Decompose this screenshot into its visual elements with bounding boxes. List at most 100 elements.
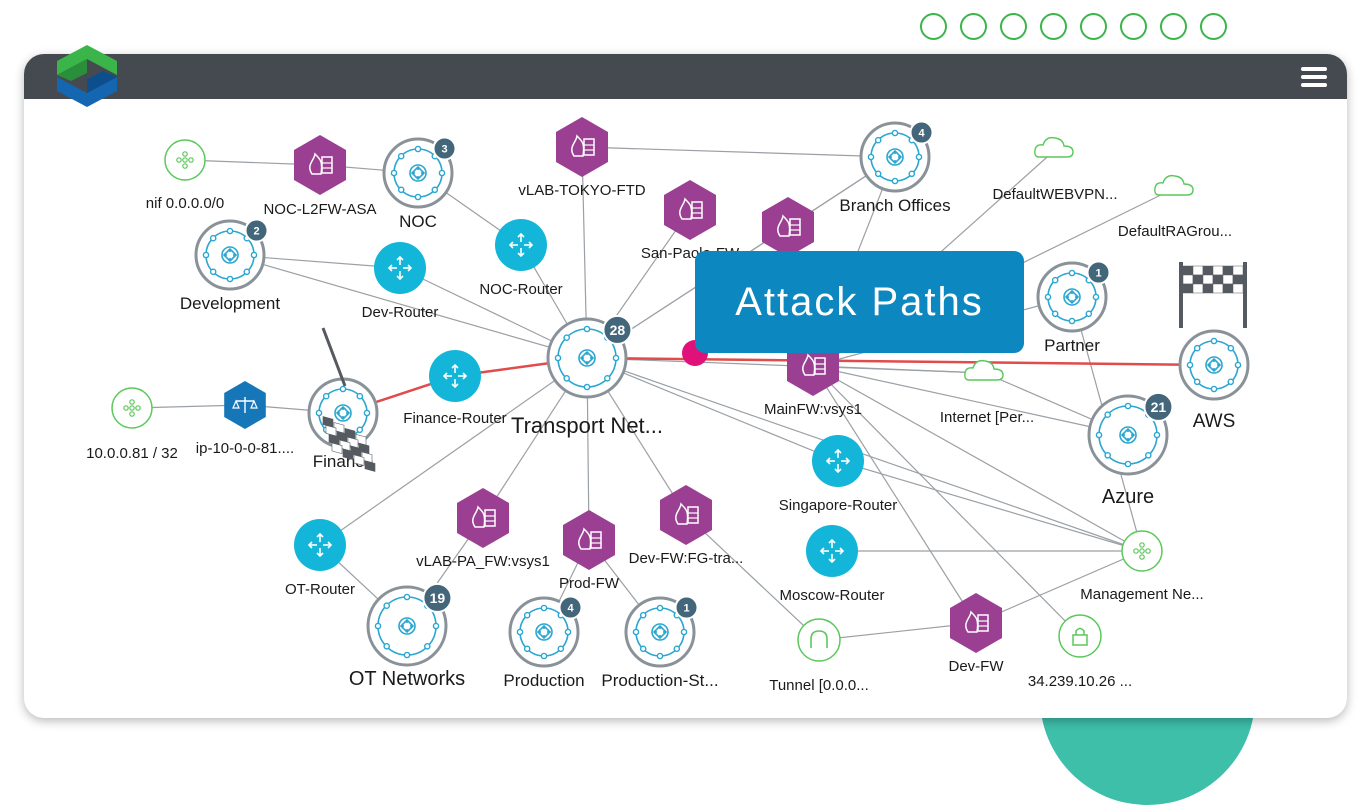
node-dev_fw[interactable]: Dev-FW [949, 593, 1005, 675]
node-label: MainFW:vsys1 [764, 401, 862, 418]
node-label: Singapore-Router [779, 497, 897, 514]
node-production_st[interactable]: 1Production-St... [601, 595, 719, 690]
node-internet[interactable]: Internet [Per... [940, 359, 1034, 426]
graph-edge [586, 357, 839, 462]
node-label: 10.0.0.81 / 32 [86, 445, 178, 462]
graph-edge [685, 514, 820, 641]
node-label: Branch Offices [839, 196, 950, 215]
app-logo-icon [57, 45, 117, 107]
node-label: Moscow-Router [779, 587, 884, 604]
hamburger-menu-icon[interactable] [1301, 67, 1327, 87]
node-badge: 1 [674, 595, 699, 620]
badge-count: 28 [610, 322, 626, 338]
decorative-dot [1080, 13, 1107, 40]
node-badge: 3 [432, 136, 457, 161]
node-devfw_fg[interactable]: Dev-FW:FG-tra... [629, 485, 744, 567]
decorative-dots [920, 13, 1227, 40]
checkered-flag-icon [1179, 262, 1247, 328]
node-vlab_tokyo[interactable]: vLAB-TOKYO-FTD [518, 117, 646, 199]
node-badge: 2 [244, 218, 269, 243]
node-label: NOC [399, 212, 437, 231]
node-noc_router[interactable]: NOC-Router [479, 219, 563, 298]
node-label: NOC-Router [479, 281, 562, 298]
node-label: 34.239.10.26 ... [1028, 673, 1132, 690]
node-label: vLAB-PA_FW:vsys1 [416, 553, 550, 570]
node-ip_subnet[interactable]: 10.0.0.81 / 32 [86, 387, 178, 462]
node-aws[interactable]: AWS [1178, 329, 1250, 432]
decorative-dot [1000, 13, 1027, 40]
node-label: Transport Net... [511, 413, 663, 438]
decorative-dot [1200, 13, 1227, 40]
node-ot_router[interactable]: OT-Router [285, 519, 355, 598]
badge-count: 4 [918, 128, 925, 140]
graph-edge [229, 254, 588, 359]
node-label: Dev-FW:FG-tra... [629, 550, 744, 567]
node-label: ip-10-0-0-81.... [196, 440, 294, 457]
node-label: Azure [1102, 486, 1154, 508]
node-mgmt[interactable]: Management Ne... [1080, 530, 1204, 603]
graph-edge [837, 460, 1143, 552]
node-singapore[interactable]: Singapore-Router [779, 435, 897, 514]
node-ip34[interactable]: 34.239.10.26 ... [1028, 614, 1132, 690]
graph-edge [586, 357, 1143, 552]
decorative-dot [1040, 13, 1067, 40]
decorative-dot [920, 13, 947, 40]
node-tunnel[interactable]: Tunnel [0.0.0... [769, 618, 869, 694]
graph-edge [812, 365, 1143, 552]
node-badge: 21 [1143, 391, 1174, 422]
node-label: DefaultRAGrou... [1118, 223, 1232, 240]
graph-edge [812, 365, 1129, 436]
node-moscow[interactable]: Moscow-Router [779, 525, 885, 604]
node-label: Tunnel [0.0.0... [769, 677, 869, 694]
node-defaultragrou[interactable]: DefaultRAGrou... [1118, 174, 1232, 240]
node-finance_router[interactable]: Finance-Router [403, 350, 507, 427]
node-label: Production [503, 671, 584, 690]
graph-edge [812, 365, 986, 374]
node-ot_networks[interactable]: 19 OT Networks [349, 582, 465, 690]
node-label: OT Networks [349, 668, 465, 690]
node-label: AWS [1193, 411, 1236, 432]
badge-count: 1 [1095, 268, 1101, 280]
node-fw_unlabeled[interactable] [762, 197, 814, 257]
node-san_paolo[interactable]: San-Paolo-FW [641, 180, 740, 262]
node-label: Production-St... [601, 671, 718, 690]
decorative-dot [1160, 13, 1187, 40]
node-vlab_pa[interactable]: vLAB-PA_FW:vsys1 [416, 488, 550, 570]
node-label: nif 0.0.0.0/0 [146, 195, 224, 212]
node-badge: 28 [602, 314, 633, 345]
node-ip10[interactable]: ip-10-0-0-81.... [196, 381, 294, 457]
node-defaultwebvpn[interactable]: DefaultWEBVPN... [992, 136, 1118, 203]
node-dev_router[interactable]: Dev-Router [362, 242, 439, 321]
node-badge: 19 [422, 582, 453, 613]
node-label: vLAB-TOKYO-FTD [518, 182, 645, 199]
node-badge: 1 [1086, 260, 1111, 285]
node-noc_l2fw[interactable]: NOC-L2FW-ASA [263, 135, 377, 218]
node-label: Management Ne... [1080, 586, 1203, 603]
node-prod_fw[interactable]: Prod-FW [559, 510, 620, 592]
graph-edge [581, 146, 896, 158]
badge-count: 2 [253, 226, 259, 238]
decorative-dot [960, 13, 987, 40]
badge-count: 3 [441, 144, 447, 156]
node-label: OT-Router [285, 581, 355, 598]
node-label: Internet [Per... [940, 409, 1034, 426]
checkered-flag-icon [321, 327, 376, 472]
node-label: Dev-Router [362, 304, 439, 321]
graph-edge [818, 622, 977, 641]
node-nif[interactable]: nif 0.0.0.0/0 [146, 139, 224, 212]
node-label: Finance-Router [403, 410, 506, 427]
node-label: Dev-FW [949, 658, 1005, 675]
badge-count: 19 [430, 590, 446, 606]
graph-edge [975, 550, 1143, 624]
graph-edge [319, 357, 588, 546]
attack-path-line [342, 356, 1215, 415]
top-bar [24, 54, 1347, 99]
